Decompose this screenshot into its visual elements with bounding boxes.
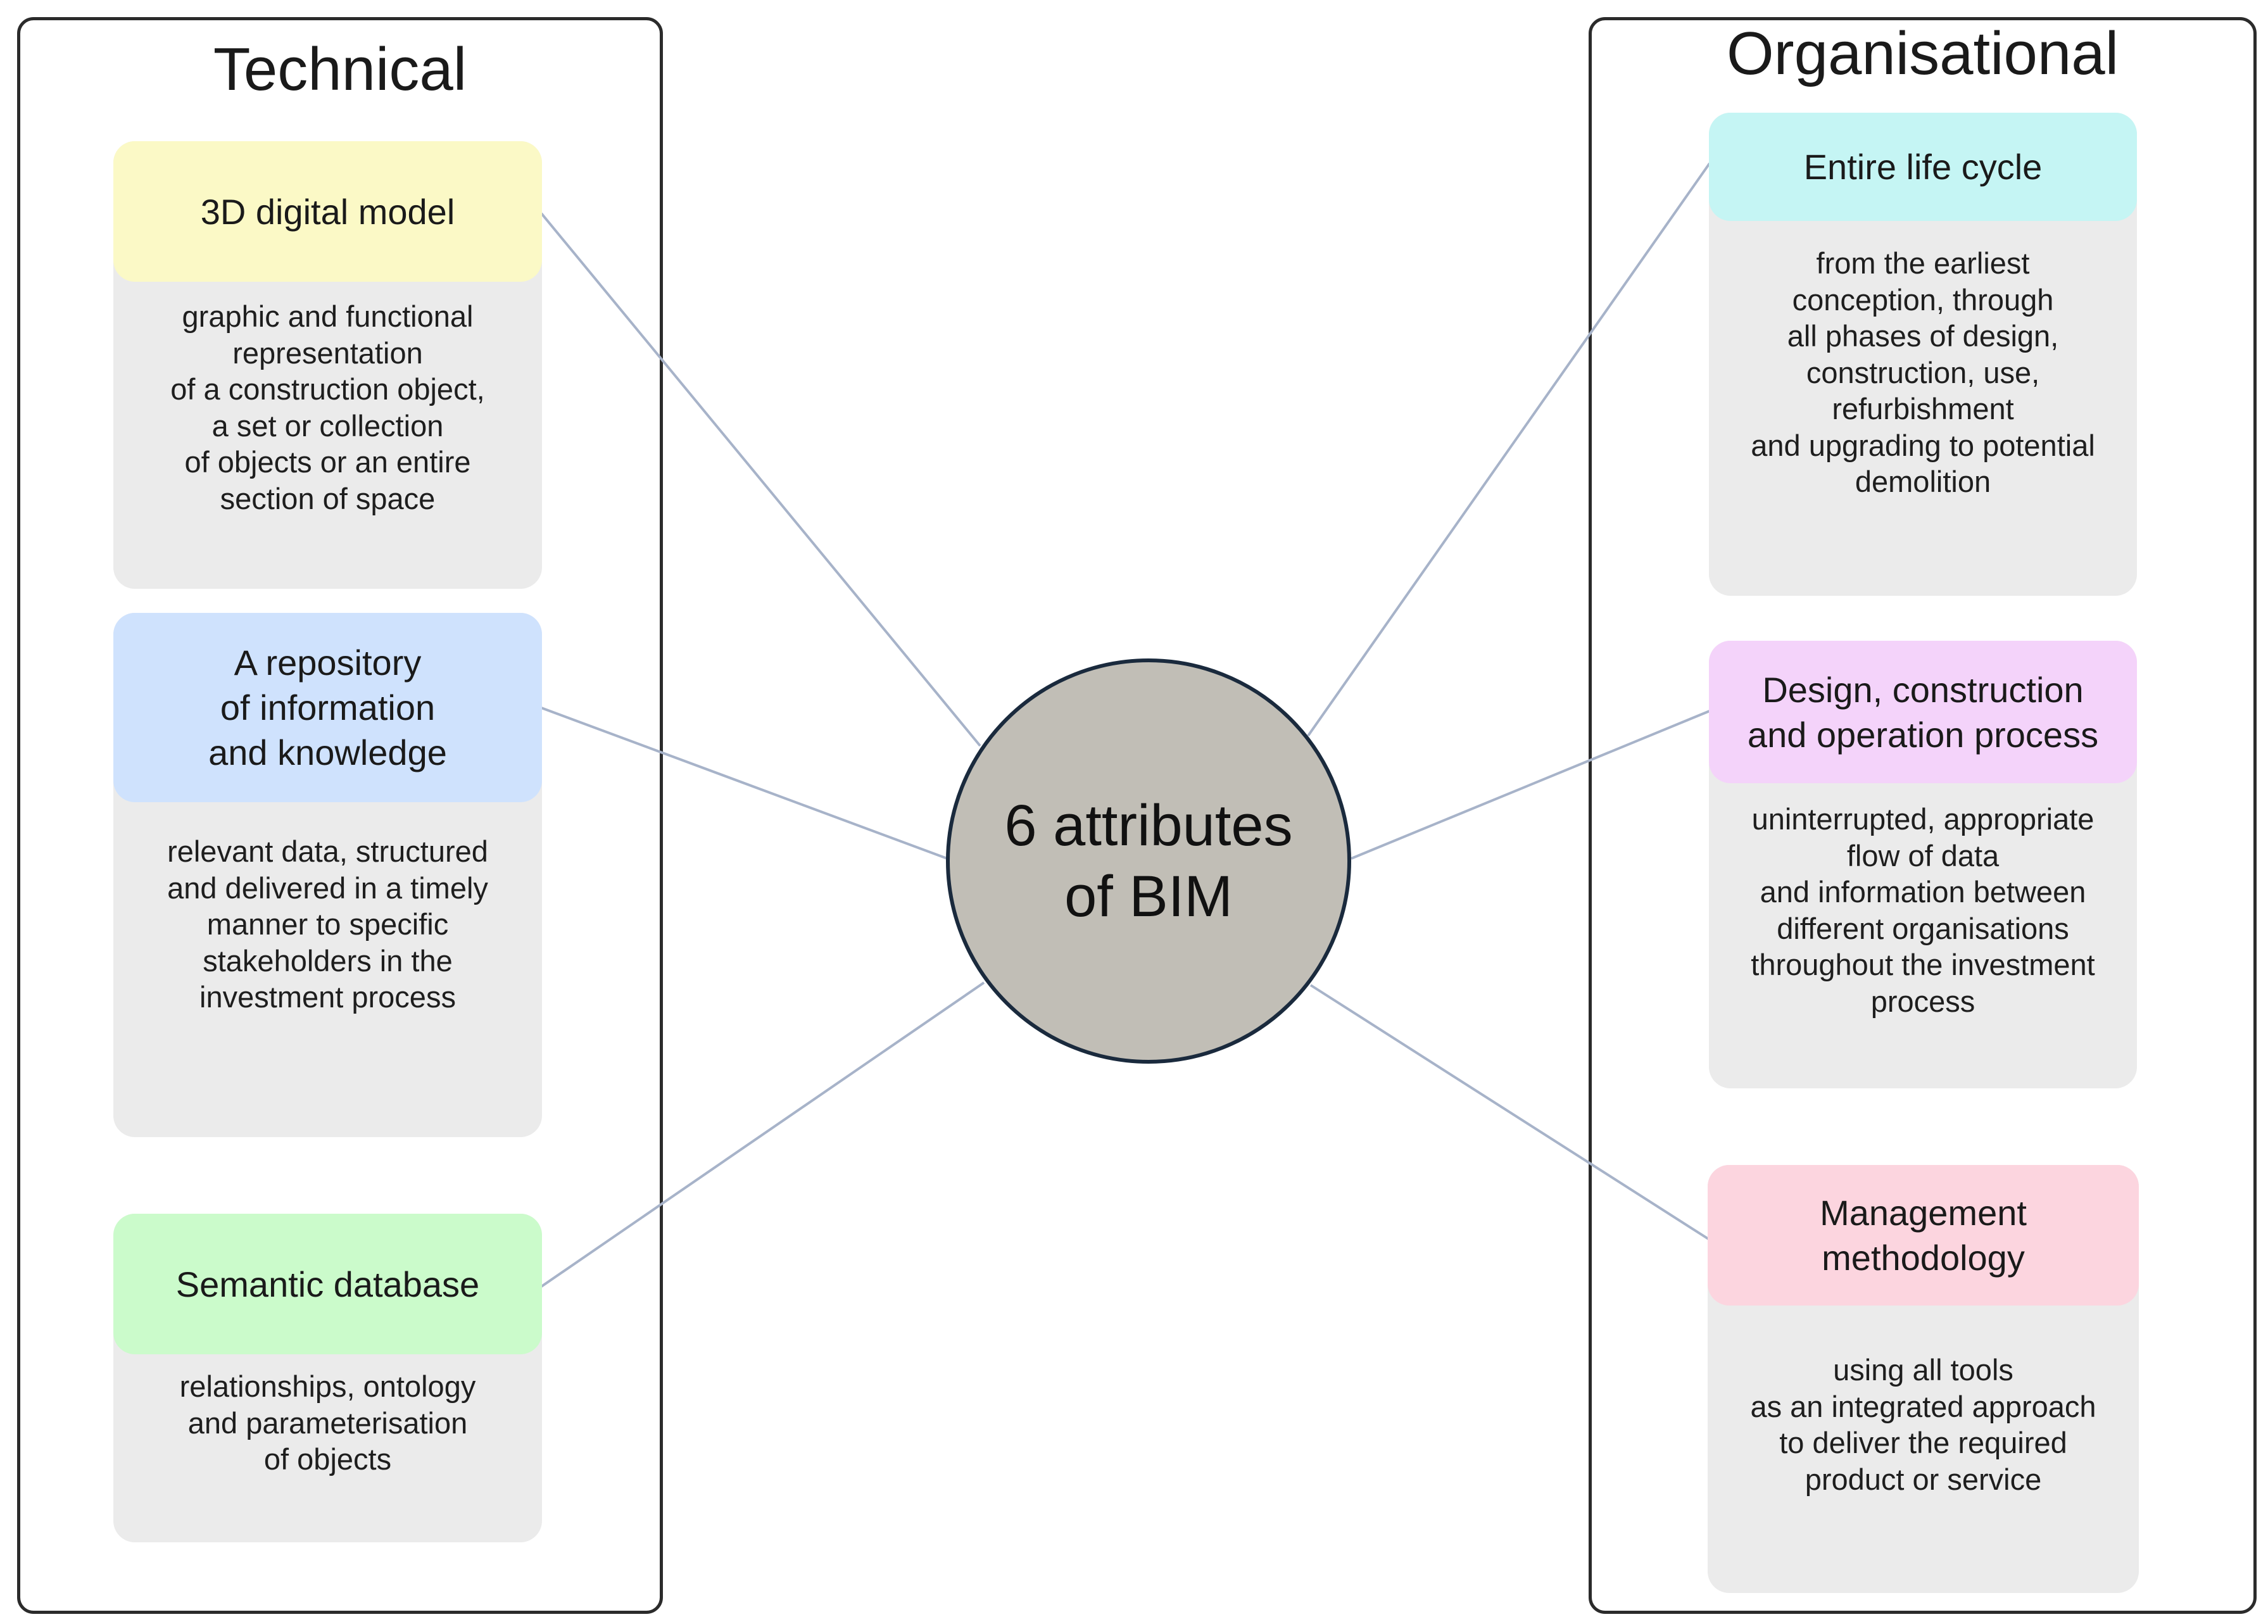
card-repository: A repository of information and knowledg…	[113, 613, 542, 1137]
card-heading-semantic-database: Semantic database	[113, 1214, 542, 1354]
center-hub: 6 attributes of BIM	[946, 658, 1351, 1064]
card-description-entire-life-cycle: from the earliest conception, through al…	[1751, 246, 2095, 498]
card-design-process: Design, construction and operation proce…	[1709, 641, 2137, 1088]
card-entire-life-cycle: Entire life cycle from the earliest conc…	[1709, 113, 2137, 596]
card-3d-digital-model: 3D digital model graphic and functional …	[113, 141, 542, 589]
connector-3d-digital-model	[540, 212, 981, 747]
connector-semantic-database	[540, 981, 985, 1288]
card-description-3d-digital-model: graphic and functional representation of…	[170, 299, 485, 515]
connector-design-process	[1351, 710, 1710, 860]
card-heading-design-process: Design, construction and operation proce…	[1709, 641, 2137, 783]
card-description-design-process: uninterrupted, appropriate flow of data …	[1751, 802, 2095, 1018]
card-description-management-methodology: using all tools as an integrated approac…	[1750, 1353, 2096, 1496]
card-heading-3d-digital-model: 3D digital model	[113, 141, 542, 282]
card-description-repository: relevant data, structured and delivered …	[167, 834, 488, 1014]
card-semantic-database: Semantic database relationships, ontolog…	[113, 1214, 542, 1542]
card-heading-repository: A repository of information and knowledg…	[113, 613, 542, 802]
card-management-methodology: Management methodology using all tools a…	[1708, 1165, 2139, 1593]
connector-management-methodology	[1309, 984, 1711, 1241]
connector-repository	[541, 707, 948, 860]
card-description-semantic-database: relationships, ontology and parameterisa…	[179, 1369, 476, 1476]
technical-title: Technical	[213, 35, 467, 103]
connector-entire-life-cycle	[1307, 162, 1711, 737]
card-heading-management-methodology: Management methodology	[1708, 1165, 2139, 1306]
organisational-title: Organisational	[1726, 20, 2119, 87]
card-heading-entire-life-cycle: Entire life cycle	[1709, 113, 2137, 221]
